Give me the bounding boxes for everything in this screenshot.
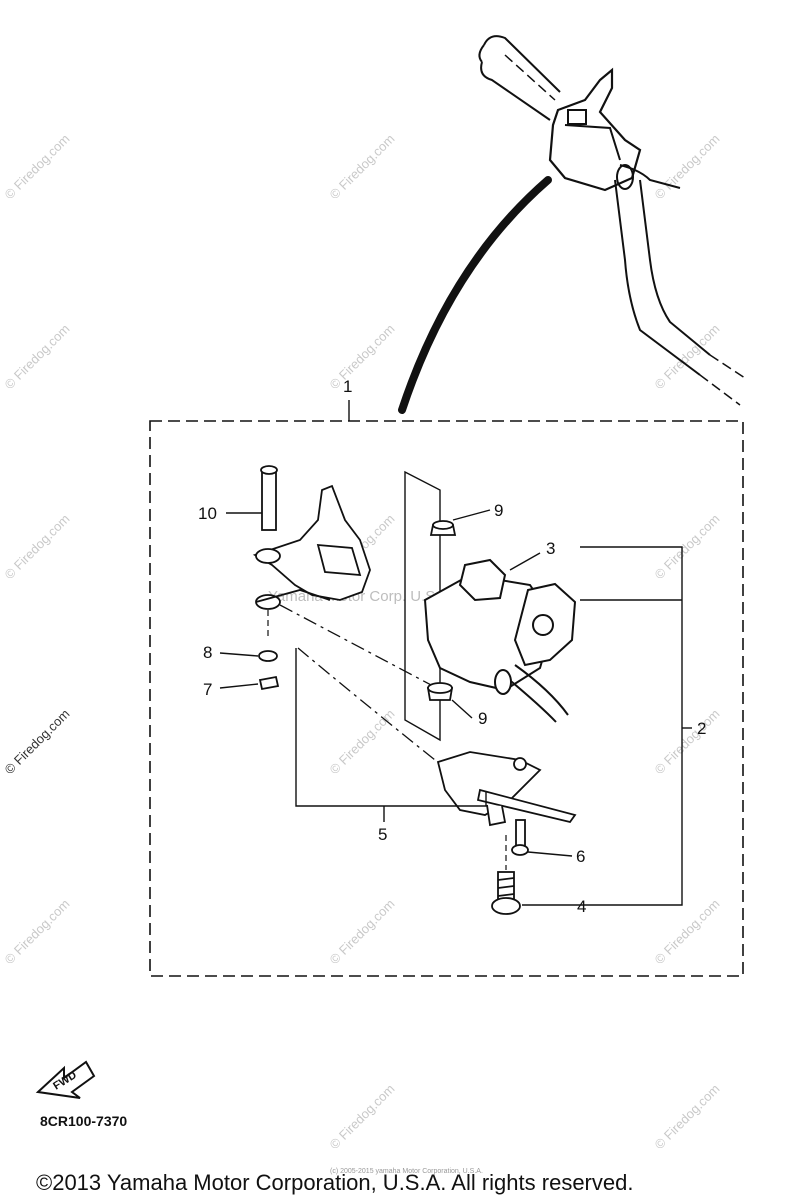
throttle-housing xyxy=(548,67,642,192)
grip-end xyxy=(478,44,485,63)
lever-pivot-top xyxy=(255,548,281,564)
grip-outline-bottom xyxy=(480,61,551,121)
callout-group-1: 1 xyxy=(343,377,352,421)
callout-9-bottom: 9 xyxy=(478,709,487,728)
grommet-part-9-top xyxy=(429,520,457,536)
callout-10: 10 xyxy=(198,504,217,523)
watermark-text: © Firedog.com xyxy=(652,896,723,967)
watermark-text: © Firedog.com xyxy=(327,896,398,967)
pin-head xyxy=(260,465,278,475)
leader-line-6 xyxy=(527,851,573,857)
copyright-notice: ©2013 Yamaha Motor Corporation, U.S.A. A… xyxy=(36,1170,633,1195)
part-10-pin xyxy=(260,465,278,531)
leader-line-9-bottom xyxy=(451,699,473,719)
watermark-text: © Firedog.com xyxy=(2,896,73,967)
callout-5: 5 xyxy=(378,825,387,844)
leader-line-8 xyxy=(219,652,259,657)
watermark-text: © Firedog.com xyxy=(652,1081,723,1152)
callout-3: 3 xyxy=(546,539,555,558)
handlebar-lower-line xyxy=(614,179,701,376)
leader-line-7 xyxy=(219,683,259,689)
grommet-part-9-bottom xyxy=(426,682,454,701)
handlebar-dash-lower xyxy=(699,374,741,406)
lever-lower-arm xyxy=(255,589,331,603)
handlebar-upper-line xyxy=(639,179,711,356)
bracket-5 xyxy=(295,648,487,807)
fine-print: (c) 2005-2015 yamaha Motor Corporation, … xyxy=(330,1168,483,1175)
lever-pivot-bottom xyxy=(255,594,281,610)
throttle-sensor-part-5 xyxy=(436,751,577,827)
switch-flange-hole xyxy=(532,614,554,636)
sensor-tab xyxy=(486,804,507,827)
pin-shaft xyxy=(261,469,277,531)
grip-center-line xyxy=(504,54,556,101)
switch-body xyxy=(423,573,550,692)
watermark-text: © Firedog.com xyxy=(327,1081,398,1152)
callout-9-top: 9 xyxy=(494,501,503,520)
throttle-switch-part-3 xyxy=(423,558,577,723)
leader-line-3 xyxy=(509,552,541,571)
switch-cable xyxy=(514,664,569,716)
switch-cap xyxy=(458,558,507,602)
watermark-text: © Firedog.com xyxy=(2,706,73,777)
cable-grommet xyxy=(494,669,512,695)
diagram-code: 8CR100-7370 xyxy=(40,1113,127,1129)
fwd-arrow-icon: FWD xyxy=(35,1060,96,1099)
watermark-text: © Firedog.com xyxy=(652,706,723,777)
callout-2: 2 xyxy=(697,719,706,738)
bracket-2 xyxy=(522,546,683,906)
assembly-boundary xyxy=(149,420,744,977)
mounting-plate xyxy=(404,470,441,742)
sensor-cable xyxy=(476,788,577,824)
cable-exit xyxy=(619,164,681,189)
handlebar-illustration xyxy=(478,35,746,406)
cable-clamp xyxy=(616,164,634,190)
callout-1: 1 xyxy=(343,377,352,396)
sensor-screw xyxy=(513,757,527,771)
grip-outline-top xyxy=(483,35,561,93)
watermark-text: © Firedog.com xyxy=(327,131,398,202)
screw-part-6 xyxy=(511,819,529,856)
handlebar-dash-upper xyxy=(709,354,746,379)
clip-part-7 xyxy=(258,675,280,691)
watermark-text: © Firedog.com xyxy=(652,131,723,202)
leader-line-9-top xyxy=(452,509,491,521)
callout-7: 7 xyxy=(203,680,212,699)
bolt-part-4 xyxy=(491,871,521,915)
watermark-text: © Firedog.com xyxy=(327,321,398,392)
callout-6: 6 xyxy=(576,847,585,866)
lever-slot xyxy=(316,543,362,577)
throttle-lever-bracket xyxy=(252,484,371,610)
throttle-housing-detail xyxy=(564,124,621,161)
watermark-layer: © Firedog.com © Firedog.com © Firedog.co… xyxy=(2,131,723,1152)
alignment-line-lower xyxy=(297,647,436,761)
callout-4: 4 xyxy=(577,897,586,916)
watermark-text: © Firedog.com xyxy=(2,131,73,202)
housing-screw xyxy=(567,109,587,125)
washer-part-8 xyxy=(258,650,278,662)
callout-8: 8 xyxy=(203,643,212,662)
assembly-pointer-line xyxy=(398,176,552,414)
watermark-text: © Firedog.com xyxy=(327,706,398,777)
callout-group-2 xyxy=(522,546,692,906)
alignment-line-upper xyxy=(279,604,451,696)
watermark-text: © Firedog.com xyxy=(2,321,73,392)
watermark-text: © Firedog.com xyxy=(2,511,73,582)
